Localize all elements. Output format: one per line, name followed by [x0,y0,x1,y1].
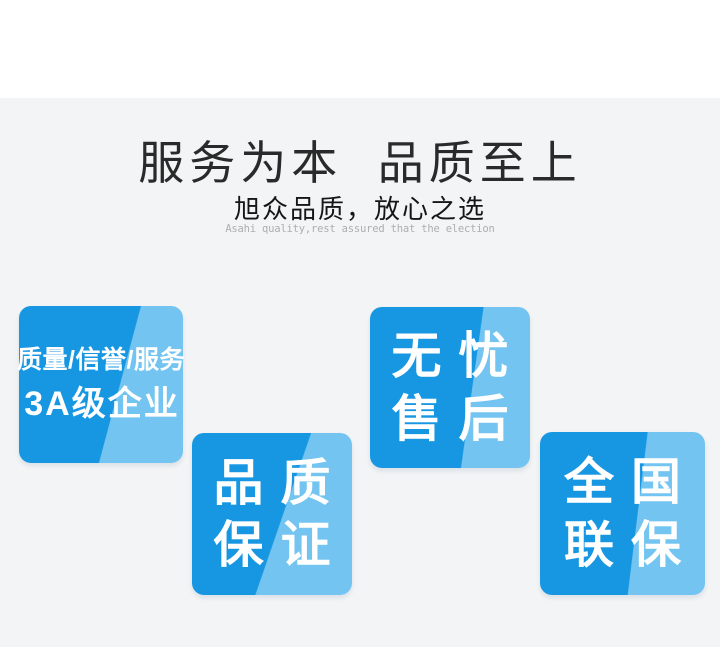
page-title: 服务为本 品质至上 [138,137,582,189]
badge-quality-guarantee: 品质 保证 [192,433,352,595]
badge-line: 3A级企业 [24,385,180,423]
badge-line: 品质 [213,454,348,511]
badge-3a-enterprise: 质量/信誉/服务 3A级企业 [17,306,185,463]
page-subtitle: 旭众品质，放心之选 [233,195,486,224]
english-tagline: Asahi quality,rest assured that the elec… [225,223,495,235]
badge-line: 全国 [564,454,698,510]
badge-line: 保证 [213,517,348,573]
badge-line: 无忧 [391,328,526,384]
badge-nationwide-warranty: 全国 联保 [540,432,705,595]
badge-worryfree-aftersales: 无忧 售后 [370,307,530,468]
badge-line: 联保 [564,516,698,573]
badge-line: 质量/信誉/服务 [17,346,185,374]
badge-line: 售后 [391,390,526,447]
